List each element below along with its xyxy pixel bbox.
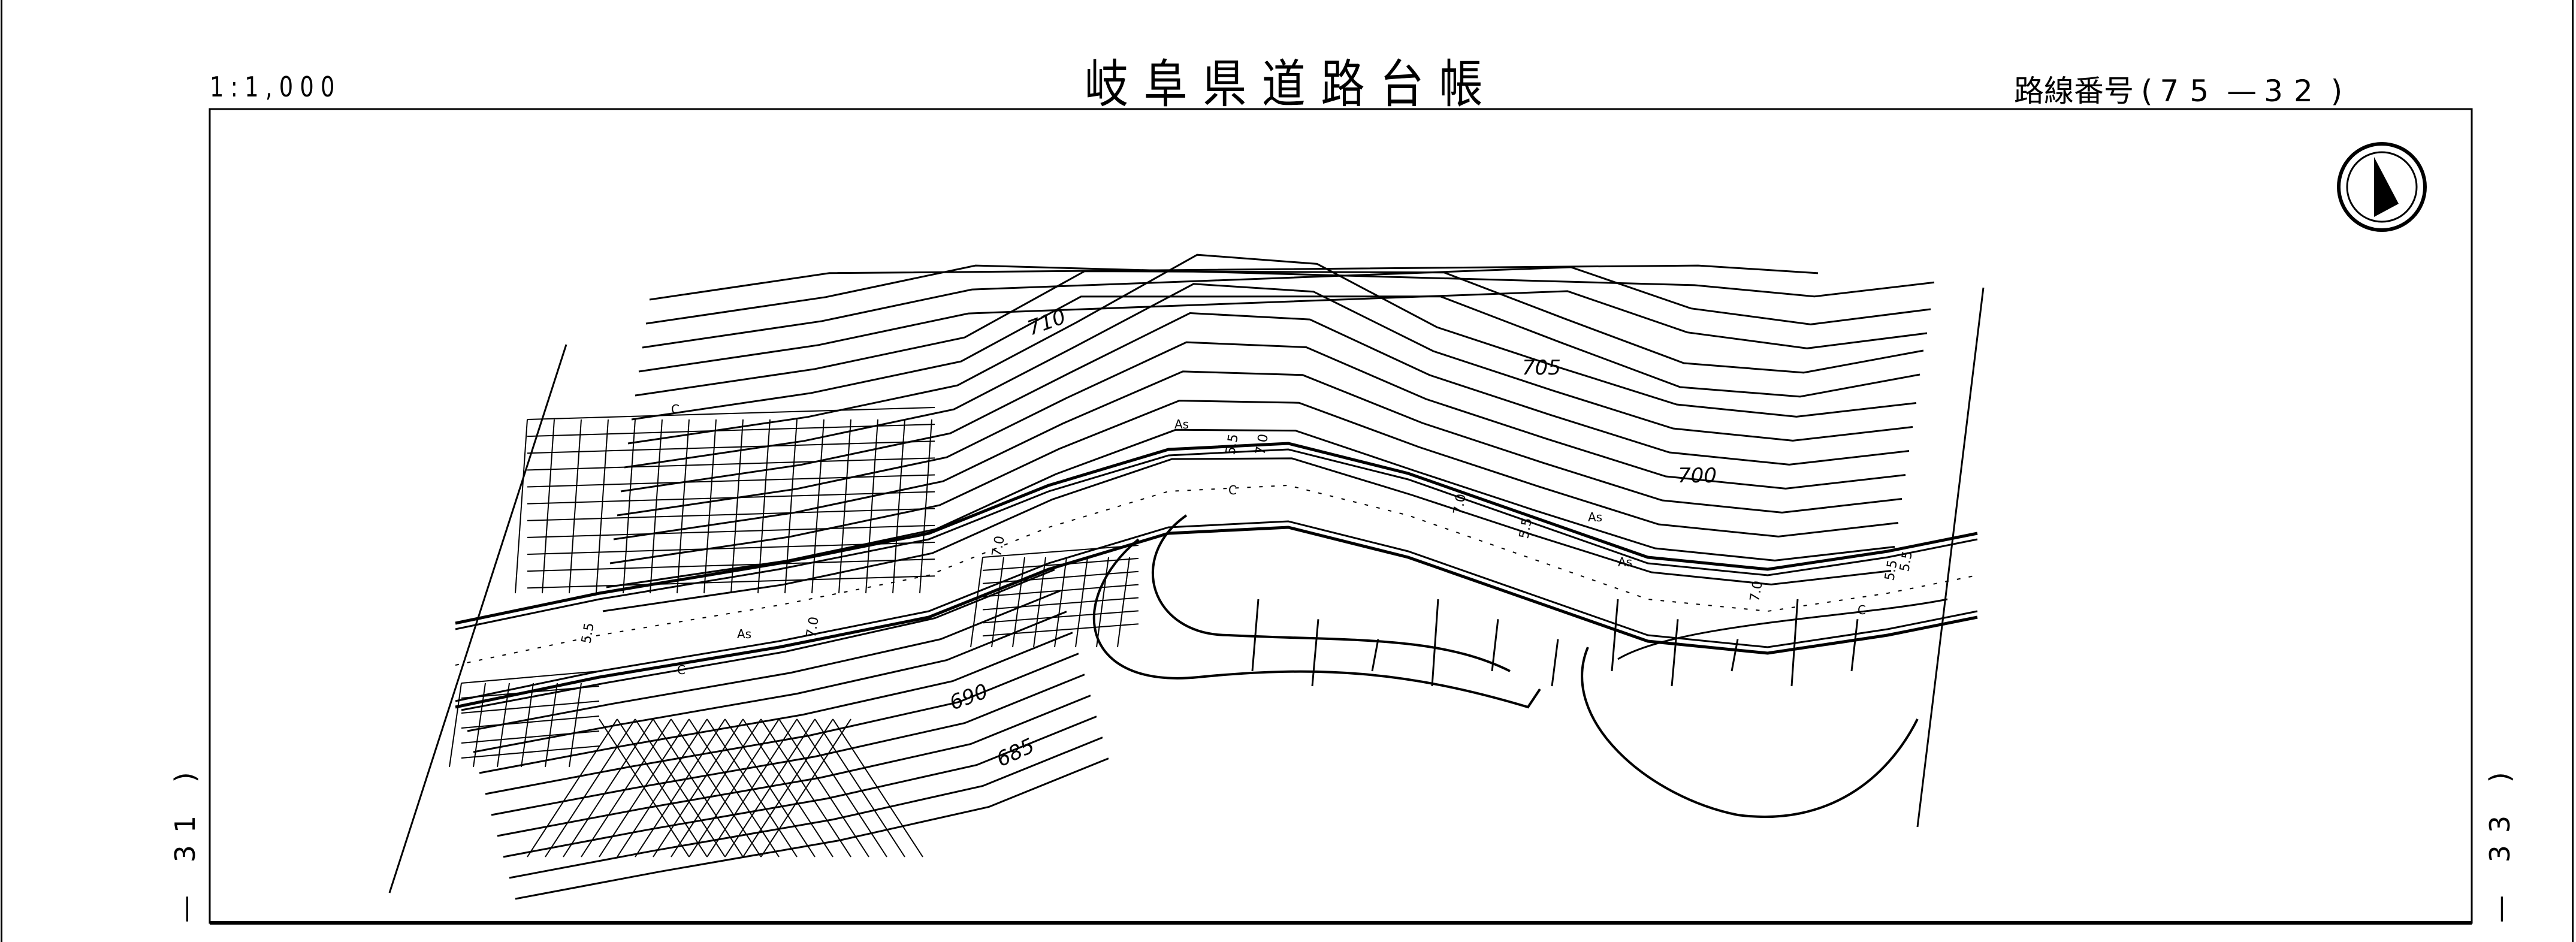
contour-line bbox=[617, 341, 1906, 517]
contour-line bbox=[606, 428, 1895, 588]
slope-tick bbox=[1551, 639, 1559, 687]
contour-line bbox=[509, 736, 1103, 879]
slope-tick bbox=[1311, 619, 1319, 687]
contour-label: 690 bbox=[946, 680, 991, 715]
width-label: 7.0 bbox=[1253, 433, 1272, 456]
terraced-field bbox=[515, 407, 935, 594]
terraced-field bbox=[449, 671, 600, 768]
route-number: 路線番号(75—32) bbox=[2010, 67, 2346, 110]
width-label: 7.0 bbox=[989, 535, 1008, 558]
route-dash: — bbox=[2227, 74, 2257, 108]
retaining-wall bbox=[1152, 514, 1511, 672]
road-edge bbox=[455, 526, 1978, 709]
route-close: ) bbox=[2330, 74, 2343, 108]
route-number-major: 75 bbox=[2160, 74, 2220, 108]
slope-tick bbox=[1251, 599, 1260, 672]
surface-label: C bbox=[677, 663, 685, 677]
slope-tick bbox=[1731, 639, 1739, 672]
slope-tick bbox=[1611, 599, 1619, 672]
width-label: 5.5 bbox=[1882, 558, 1901, 582]
contour-label: 710 bbox=[1024, 305, 1069, 341]
slope-tick bbox=[1790, 599, 1799, 687]
slope-tick bbox=[1431, 599, 1439, 687]
slope-tick bbox=[1671, 619, 1679, 687]
contour-line bbox=[467, 590, 1061, 732]
embankment bbox=[1581, 647, 1919, 819]
contour-line bbox=[485, 653, 1079, 795]
road-edge bbox=[455, 448, 1978, 630]
contour-label: 700 bbox=[1678, 464, 1717, 488]
cross-hatched-slope bbox=[527, 718, 923, 858]
contour-line bbox=[645, 264, 1935, 325]
page-title: 岐阜県道路台帳 bbox=[1085, 55, 1499, 114]
embankment bbox=[1617, 598, 1948, 660]
contour-line bbox=[638, 290, 1928, 373]
route-open: ( bbox=[2141, 74, 2153, 108]
contour-line bbox=[461, 569, 1055, 711]
north-arrow-icon bbox=[2337, 142, 2427, 232]
map-scale: 1:1,000 bbox=[210, 71, 342, 103]
contour-line bbox=[624, 283, 1913, 469]
contour-line bbox=[613, 370, 1902, 541]
slope-tick bbox=[1371, 639, 1379, 672]
contour-line bbox=[649, 264, 1819, 301]
width-label: 7.0 bbox=[804, 615, 822, 639]
contour-line bbox=[503, 715, 1097, 858]
contour-line bbox=[491, 674, 1085, 816]
surface-label: C bbox=[1228, 483, 1237, 497]
width-label: 5.5 bbox=[1897, 550, 1916, 573]
contour-line bbox=[602, 457, 1892, 612]
contour-line bbox=[631, 295, 1920, 421]
surface-label: C bbox=[671, 402, 680, 416]
surface-label: As bbox=[1588, 510, 1602, 524]
contour-line bbox=[497, 695, 1091, 837]
slope-tick bbox=[1491, 619, 1499, 672]
contour-line bbox=[609, 400, 1899, 564]
contour-line bbox=[620, 312, 1910, 493]
route-label: 路線番号 bbox=[2014, 74, 2134, 108]
contour-line bbox=[642, 266, 1931, 349]
road-edge bbox=[455, 520, 1978, 702]
contour-line bbox=[627, 253, 1917, 445]
slope-hatching bbox=[449, 407, 1139, 858]
width-label: 5.5 bbox=[1517, 517, 1535, 540]
surface-label: As bbox=[737, 627, 751, 641]
slope-tick bbox=[1850, 619, 1859, 672]
width-label: 7.0 bbox=[1747, 579, 1766, 603]
map-boundary-right bbox=[1916, 287, 1985, 828]
route-number-minor: 32 bbox=[2264, 74, 2324, 108]
surface-label: C bbox=[1858, 603, 1866, 617]
contour-line bbox=[479, 632, 1073, 774]
contour-line bbox=[515, 757, 1109, 900]
surface-label: As bbox=[1174, 417, 1189, 431]
width-label: 7.0 bbox=[1451, 493, 1469, 516]
terraced-field bbox=[970, 545, 1139, 648]
map-frame bbox=[209, 108, 2473, 924]
retaining-wall bbox=[1092, 538, 1541, 709]
width-label: 5.5 bbox=[1223, 433, 1242, 456]
contour-label: 705 bbox=[1522, 356, 1561, 380]
surface-label: As bbox=[1618, 555, 1632, 569]
contour-lines bbox=[461, 253, 1935, 900]
width-label: 5.5 bbox=[579, 621, 597, 645]
